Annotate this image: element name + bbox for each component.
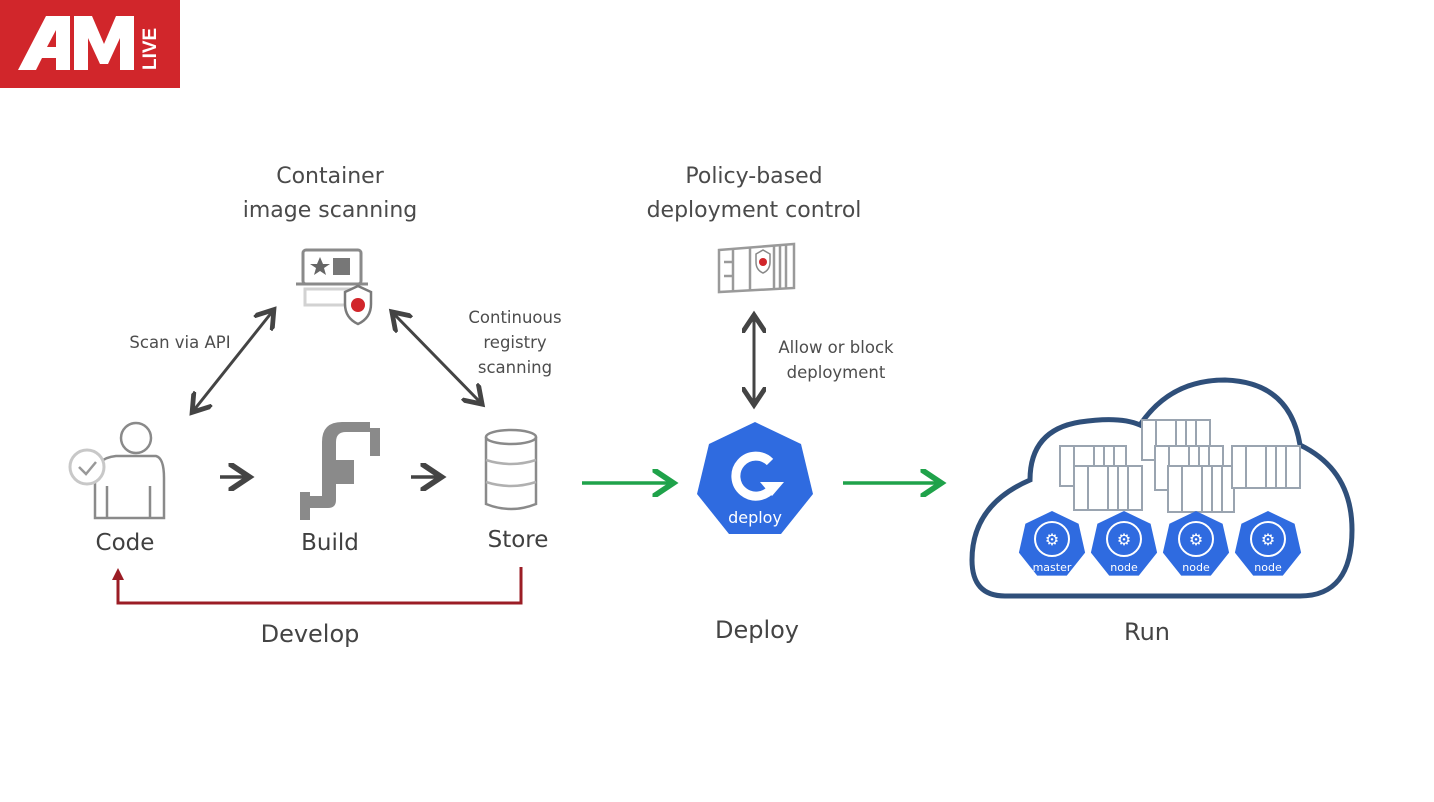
rotate-icon bbox=[731, 451, 776, 501]
k8s-node-badge: ⚙ node bbox=[1090, 511, 1158, 576]
svg-text:LIVE: LIVE bbox=[140, 28, 161, 70]
cog-glyph-icon: ⚙ bbox=[1189, 530, 1203, 549]
code-user-icon bbox=[68, 421, 166, 520]
policy-container-icon bbox=[717, 242, 796, 294]
scan-api-arrow bbox=[194, 312, 272, 410]
k8s-node-badge: ⚙ node bbox=[1162, 511, 1230, 576]
policy-title-line1: Policy-based bbox=[685, 164, 823, 189]
code-label: Code bbox=[95, 530, 155, 556]
svg-text:deploy: deploy bbox=[728, 508, 782, 527]
build-label: Build bbox=[301, 530, 359, 556]
deploy-stage-label: Deploy bbox=[714, 616, 800, 644]
k8s-node-group: ⚙ master ⚙ node ⚙ node ⚙ node bbox=[1018, 511, 1302, 576]
scan-api-label: Scan via API bbox=[129, 333, 231, 352]
scanning-title: Container image scanning bbox=[230, 160, 430, 228]
registry-label: Continuous registry scanning bbox=[455, 305, 575, 380]
gear-icon bbox=[1250, 521, 1286, 557]
registry-scan-arrow bbox=[394, 314, 480, 402]
develop-loop-arrow bbox=[112, 567, 523, 605]
cog-glyph-icon: ⚙ bbox=[1261, 530, 1275, 549]
store-database-icon bbox=[484, 428, 538, 511]
develop-stage-label: Develop bbox=[260, 620, 360, 648]
registry-label-line1: Continuous bbox=[468, 308, 562, 327]
cog-glyph-icon: ⚙ bbox=[1045, 530, 1059, 549]
allow-label-line2: deployment bbox=[786, 363, 886, 382]
deploy-badge: deploy bbox=[697, 422, 813, 534]
registry-label-line2: registry bbox=[483, 333, 547, 352]
k8s-node-badge: ⚙ node bbox=[1234, 511, 1302, 576]
k8s-node-label: node bbox=[1182, 561, 1210, 574]
cog-glyph-icon: ⚙ bbox=[1117, 530, 1131, 549]
k8s-master-badge: ⚙ master bbox=[1018, 511, 1086, 576]
scanning-title-line2: image scanning bbox=[242, 198, 418, 223]
cloud-containers bbox=[1059, 419, 1301, 513]
policy-title: Policy-based deployment control bbox=[624, 160, 884, 228]
policy-title-line2: deployment control bbox=[646, 198, 862, 223]
k8s-node-label: node bbox=[1254, 561, 1282, 574]
k8s-node-label: node bbox=[1110, 561, 1138, 574]
gear-icon bbox=[1034, 521, 1070, 557]
run-stage-label: Run bbox=[1123, 618, 1171, 646]
logo-mark-icon: LIVE bbox=[18, 16, 161, 70]
build-pipe-icon bbox=[300, 422, 380, 520]
gear-icon bbox=[1178, 521, 1214, 557]
k8s-node-label: master bbox=[1033, 561, 1072, 574]
am-live-logo: LIVE bbox=[0, 0, 180, 88]
allow-block-label: Allow or block deployment bbox=[766, 335, 906, 385]
allow-label-line1: Allow or block bbox=[778, 338, 894, 357]
registry-label-line3: scanning bbox=[477, 358, 553, 377]
container-scan-icon bbox=[296, 248, 373, 326]
scanning-title-line1: Container bbox=[276, 164, 384, 189]
store-label: Store bbox=[487, 527, 549, 553]
gear-icon bbox=[1106, 521, 1142, 557]
